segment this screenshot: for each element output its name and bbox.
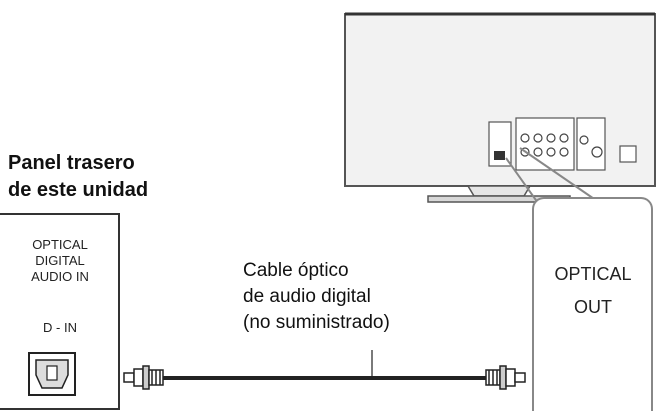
- unit-rear-panel-title: Panel trasero de este unidad: [8, 150, 148, 204]
- unit-port-label-line2: DIGITAL: [35, 253, 85, 268]
- tv-optical-port-small: [494, 151, 505, 160]
- cable-plug-right: [485, 365, 526, 390]
- cable-label-line2: de audio digital: [243, 286, 371, 307]
- unit-port-sublabel: D - IN: [43, 320, 77, 335]
- callout-leader-right: [519, 147, 601, 204]
- cable-label: Cable óptico de audio digital (no sumini…: [243, 258, 390, 336]
- callout-leader-left: [505, 157, 539, 204]
- unit-optical-port: [28, 352, 76, 396]
- tv-terminal-group-a: [515, 117, 575, 171]
- unit-port-label-line1: OPTICAL: [32, 237, 88, 252]
- unit-title-line2: de este unidad: [8, 179, 149, 201]
- tv-jacks: [520, 133, 603, 158]
- unit-rear-panel: [0, 213, 120, 410]
- cable-label-line3: (no suministrado): [243, 312, 390, 333]
- tv-optical-out-panel: [532, 197, 653, 411]
- optical-cable: [123, 350, 526, 390]
- unit-port-label-line3: AUDIO IN: [31, 269, 89, 284]
- tv-power-inlet: [619, 145, 637, 163]
- tv-rear: [344, 12, 656, 204]
- unit-title-line1: Panel trasero: [8, 152, 135, 174]
- cable-plug-left: [123, 365, 164, 390]
- tv-port-label: OPTICAL OUT: [534, 258, 652, 324]
- tv-stand-neck: [466, 185, 532, 197]
- cable-label-line1: Cable óptico: [243, 260, 349, 281]
- tv-terminal-group-b: [576, 117, 606, 171]
- tv-port-label-line2: OUT: [574, 297, 612, 317]
- unit-port-label: OPTICAL DIGITAL AUDIO IN: [14, 237, 106, 285]
- tv-port-label-line1: OPTICAL: [554, 264, 632, 284]
